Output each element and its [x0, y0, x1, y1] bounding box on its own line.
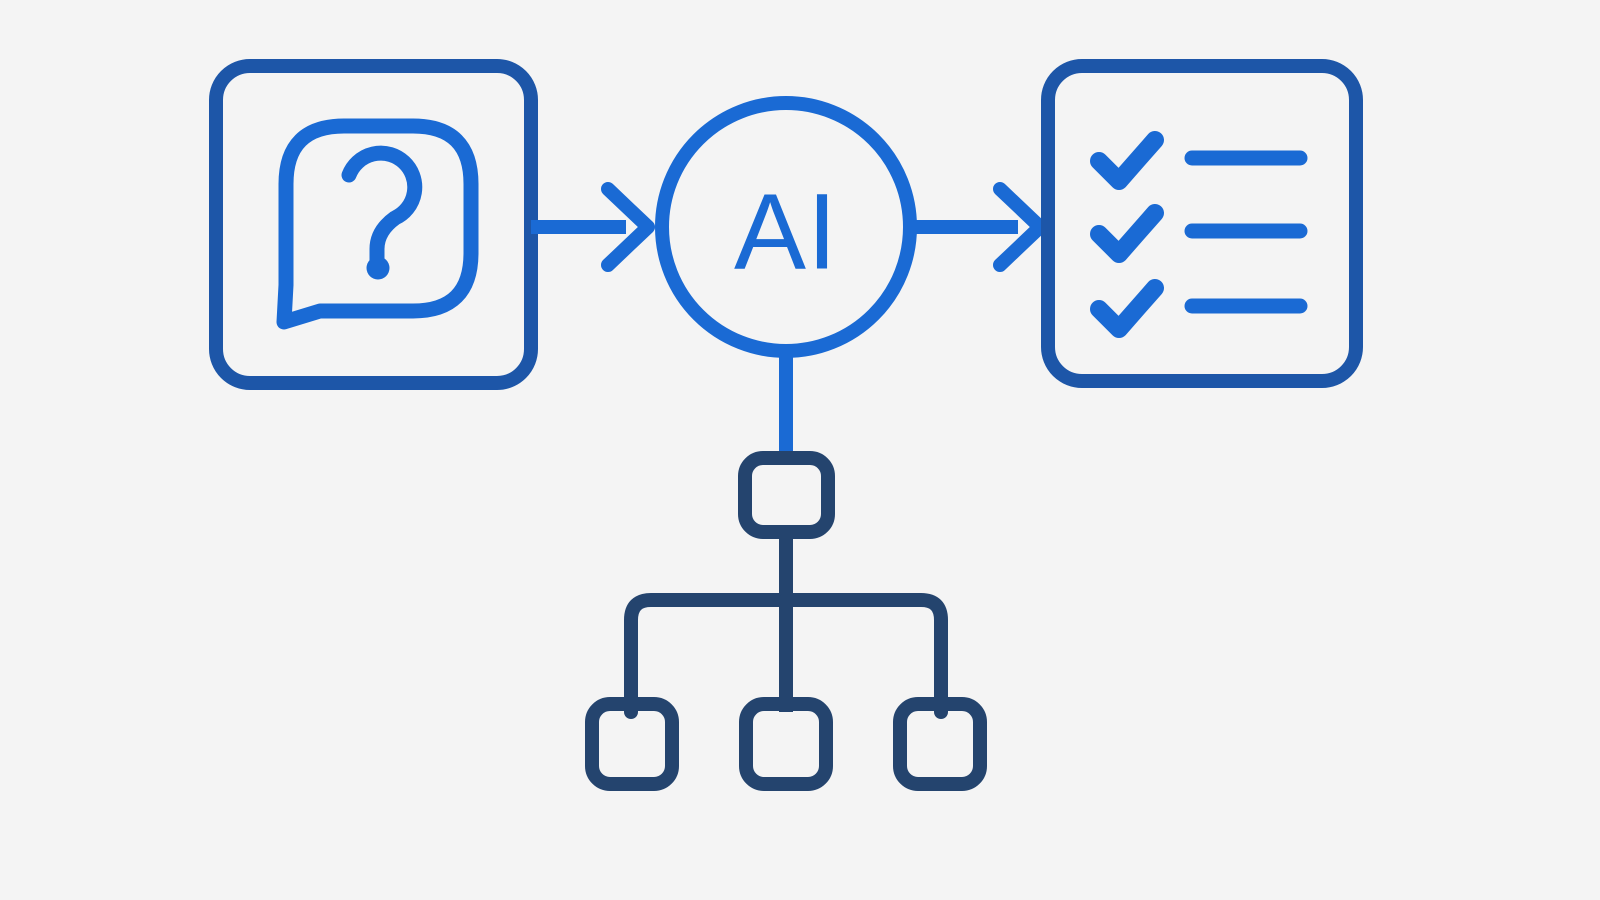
tree-child-node-left[interactable]: [585, 697, 679, 791]
checklist-icon: [1090, 131, 1308, 338]
tree-branch-right: [779, 593, 948, 719]
checklist-panel-frame: [1041, 59, 1363, 388]
checkmark-icon-2: [1090, 204, 1164, 263]
arrow-head-chevron-icon: [993, 182, 1047, 272]
question-mark-dot-icon: [366, 256, 390, 280]
checklist-results-panel[interactable]: [1041, 59, 1363, 388]
arrow-input-to-ai: [531, 182, 655, 272]
arrow-ai-to-output: [912, 182, 1047, 272]
tree-branch-left: [624, 593, 793, 719]
decomposition-tree[interactable]: [585, 351, 987, 791]
tree-child-node-right[interactable]: [893, 697, 987, 791]
arrow-head-chevron-icon: [601, 182, 655, 272]
chat-bubble-question-icon: [276, 118, 479, 330]
question-mark-icon: [341, 145, 423, 273]
checkmark-icon-3: [1090, 279, 1164, 338]
tree-child-node-center[interactable]: [739, 697, 833, 791]
checkmark-icon-1: [1090, 131, 1164, 190]
ai-node-label: AI: [734, 171, 838, 292]
